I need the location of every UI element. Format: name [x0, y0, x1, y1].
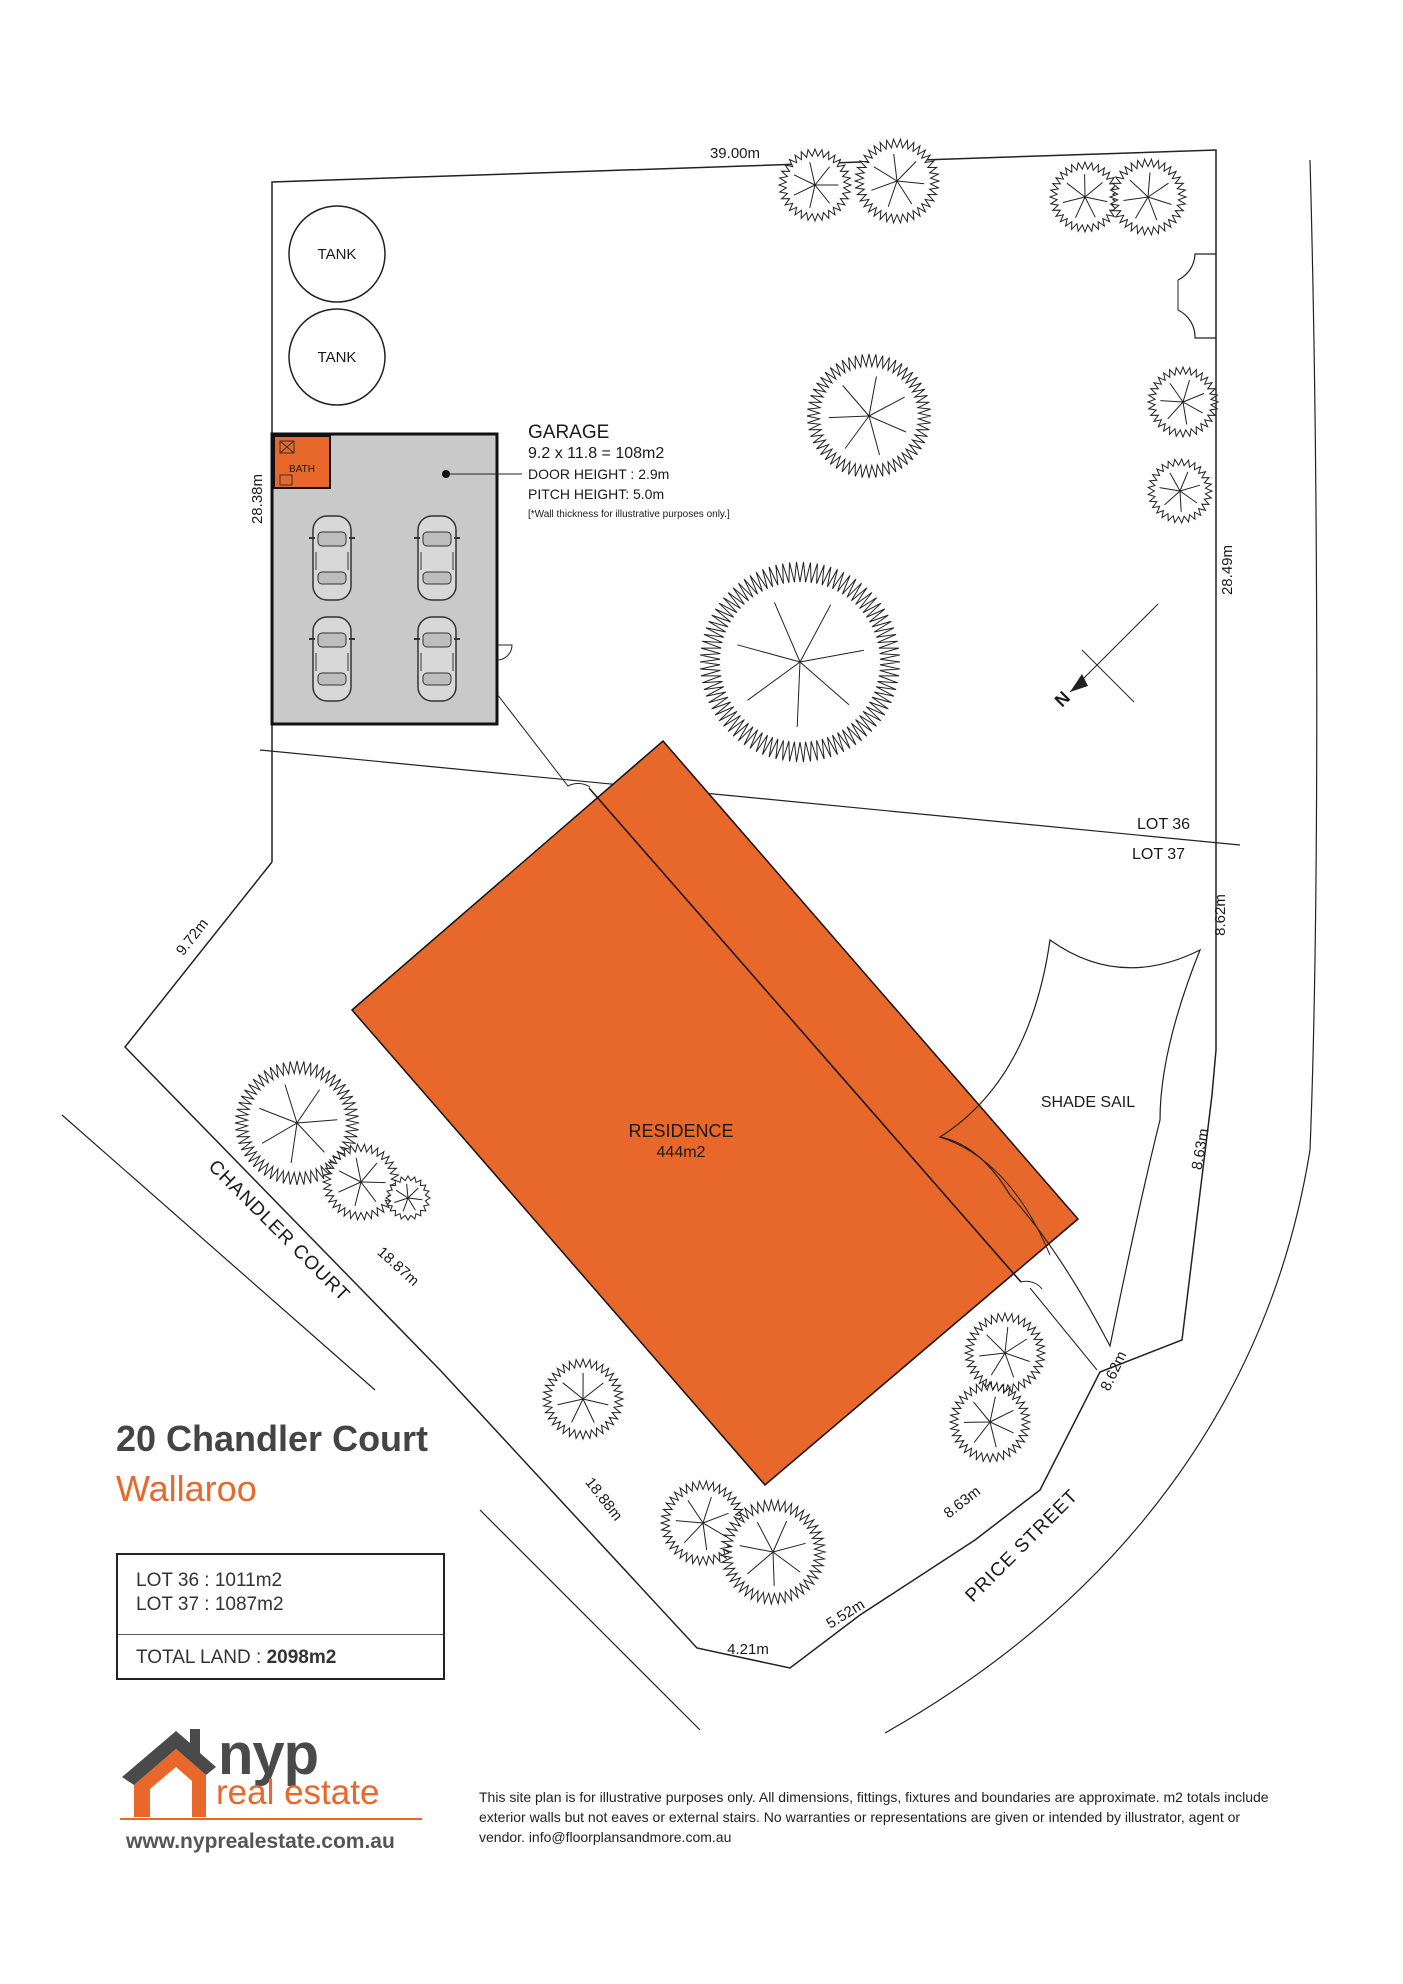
garage: BATH — [270, 432, 522, 726]
shade-sail-label: SHADE SAIL — [1041, 1094, 1135, 1111]
tree-icon — [806, 353, 932, 479]
disclaimer-text: This site plan is for illustrative purpo… — [479, 1789, 1269, 1845]
tree-icon — [963, 1311, 1047, 1395]
residence-label: RESIDENCE — [628, 1121, 733, 1141]
tank-label: TANK — [318, 246, 357, 263]
tank-1: TANK — [288, 205, 386, 303]
dim-front-left: 9.72m — [173, 916, 212, 959]
boundary-line — [124, 149, 1217, 1669]
total-land-value: 2098m2 — [266, 1647, 337, 1668]
tree-icon — [948, 1380, 1032, 1464]
lot-37-area: LOT 37 : 1087m2 — [136, 1594, 284, 1615]
tree-icon — [777, 147, 853, 223]
dim-top: 39.00m — [710, 145, 760, 162]
residence-area: 444m2 — [657, 1144, 706, 1161]
tree-icon — [1146, 365, 1220, 439]
tree-icon — [1108, 157, 1188, 237]
tree-icon — [659, 1479, 747, 1567]
dim-right-mid: 8.63m — [1189, 1127, 1213, 1171]
garage-pitch-height: PITCH HEIGHT: 5.0m — [528, 486, 664, 502]
dim-chandler-2: 18.88m — [581, 1474, 625, 1524]
lot-36-area: LOT 36 : 1011m2 — [136, 1570, 283, 1591]
logo-rule — [120, 1818, 422, 1820]
car-icon — [308, 616, 356, 702]
tank-2: TANK — [288, 308, 386, 406]
tree-icon — [699, 562, 901, 762]
tree-icon — [385, 1175, 431, 1221]
dim-right-lower: 8.62m — [1212, 894, 1229, 936]
dim-right-side: 28.49m — [1219, 545, 1236, 595]
car-icon — [308, 515, 356, 601]
street-edge-lower — [479, 1509, 701, 1731]
dim-corner-bottom-2: 4.21m — [727, 1641, 769, 1658]
tree-icon — [234, 1060, 360, 1186]
tree-icon — [853, 137, 941, 225]
tree-icon — [541, 1357, 625, 1441]
total-land: TOTAL LAND : 2098m2 — [136, 1646, 336, 1670]
dim-price: 8.63m — [941, 1483, 984, 1522]
trees — [234, 137, 1220, 1606]
lot-37-label: LOT 37 — [1132, 846, 1185, 863]
tree-icon — [321, 1142, 401, 1222]
car-icon — [413, 616, 461, 702]
logo-tagline: real estate — [216, 1773, 380, 1812]
gate — [1177, 253, 1216, 339]
tree-icon — [1048, 160, 1122, 234]
garage-size: 9.2 x 11.8 = 108m2 — [528, 445, 664, 462]
dim-left-side: 28.38m — [249, 474, 266, 524]
garage-title: GARAGE — [528, 422, 609, 443]
tree-icon — [1146, 457, 1214, 525]
website-link[interactable]: www.nyprealestate.com.au — [126, 1830, 395, 1853]
dim-chandler-1: 18.87m — [374, 1244, 423, 1290]
property-address: 20 Chandler Court — [116, 1418, 429, 1459]
residence: RESIDENCE 444m2 — [350, 739, 1080, 1487]
bath-label: BATH — [289, 464, 315, 475]
garage-bath — [273, 435, 331, 489]
total-land-label: TOTAL LAND : — [136, 1647, 267, 1668]
garage-note: [*Wall thickness for illustrative purpos… — [528, 509, 730, 520]
land-area-box: LOT 36 : 1011m2 LOT 37 : 1087m2 TOTAL LA… — [116, 1553, 445, 1680]
nyp-logo: nyp real estate www.nyprealestate.com.au — [120, 1722, 430, 1865]
lot-division-line — [259, 749, 1241, 846]
north-arrow-icon: N — [1051, 603, 1159, 711]
chandler-court-edge — [61, 1114, 376, 1391]
house-logo-icon — [122, 1729, 216, 1817]
logo-brand: nyp — [218, 1722, 319, 1787]
car-icon — [413, 515, 461, 601]
tree-icon — [719, 1498, 827, 1606]
lot-36-label: LOT 36 — [1137, 816, 1190, 833]
dim-corner-bottom-1: 5.52m — [823, 1596, 867, 1633]
garage-path — [496, 693, 591, 788]
tank-label: TANK — [318, 349, 357, 366]
doorway — [1020, 1280, 1043, 1290]
garage-annotation: GARAGE 9.2 x 11.8 = 108m2 DOOR HEIGHT : … — [528, 422, 730, 520]
area-divider — [118, 1634, 443, 1635]
garage-door-height: DOOR HEIGHT : 2.9m — [528, 466, 669, 482]
property-suburb: Wallaroo — [116, 1468, 257, 1509]
shade-sail: SHADE SAIL — [938, 938, 1202, 1348]
price-street-edge — [884, 159, 1318, 1734]
